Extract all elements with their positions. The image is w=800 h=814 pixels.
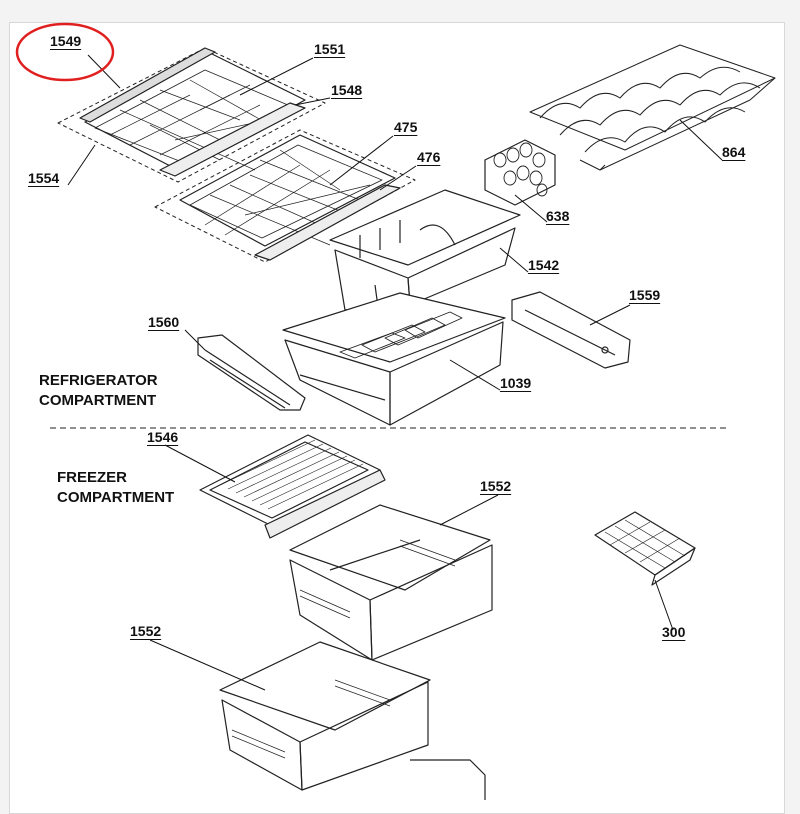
part-label: 1560 — [148, 314, 180, 330]
part-label: 1549 — [50, 33, 82, 49]
part-label: 1542 — [528, 257, 560, 273]
part-label: 1546 — [147, 429, 179, 445]
part-label: 638 — [546, 208, 570, 224]
freezer-shelf — [199, 434, 386, 539]
crisper-bin — [329, 189, 521, 311]
part-label: 1548 — [331, 82, 363, 98]
glass-shelf-lower — [154, 129, 416, 263]
vegetable-drawer — [282, 292, 506, 426]
section-title-line: COMPARTMENT — [39, 392, 157, 409]
drawer-rail-right — [511, 291, 631, 369]
part-label: 476 — [417, 149, 441, 165]
highlight-circle — [15, 22, 115, 82]
part-label: 864 — [722, 144, 746, 160]
section-title-refrigerator: REFRIGERATOR COMPARTMENT — [39, 371, 158, 411]
part-label: 475 — [394, 119, 418, 135]
part-label: 1552 — [480, 478, 512, 494]
ice-tray — [594, 511, 696, 586]
part-label: 300 — [662, 624, 686, 640]
part-label: 1554 — [28, 170, 60, 186]
section-title-freezer: FREEZER COMPARTMENT — [57, 468, 174, 508]
freezer-basket-lower — [219, 641, 486, 800]
part-label: 1039 — [500, 375, 532, 391]
leader-lines — [67, 54, 723, 691]
wine-rack — [529, 44, 776, 171]
section-title-line: COMPARTMENT — [57, 489, 175, 506]
part-label: 1559 — [629, 287, 661, 303]
drawer-rail-left — [197, 334, 306, 411]
egg-tray — [484, 139, 556, 206]
glass-shelf-upper — [57, 47, 326, 183]
part-label: 1552 — [130, 623, 162, 639]
part-label: 1551 — [314, 41, 346, 57]
section-title-line: FREEZER — [57, 469, 128, 486]
section-title-line: REFRIGERATOR — [39, 372, 158, 389]
freezer-basket-upper — [289, 504, 493, 661]
